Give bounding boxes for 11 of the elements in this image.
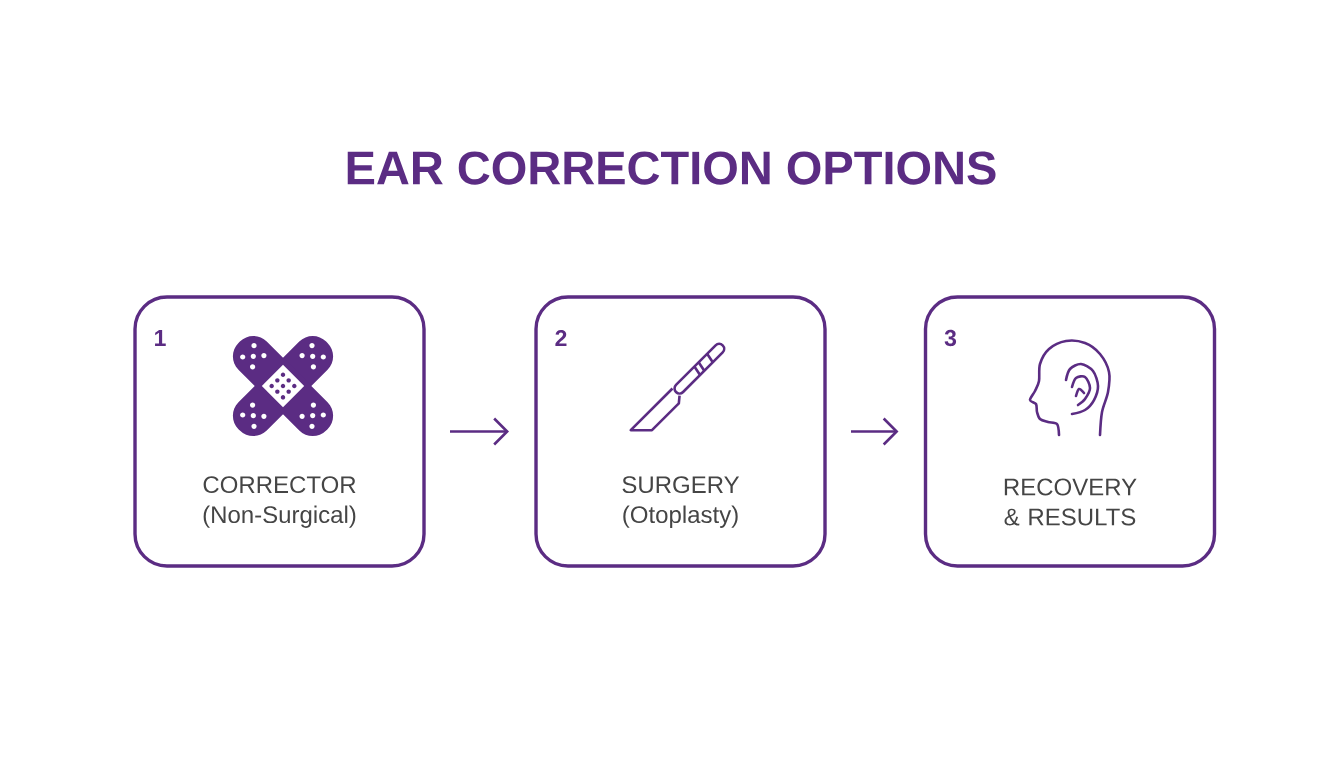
step-number: 2 <box>555 330 567 347</box>
step-number: 1 <box>155 330 166 346</box>
step-box <box>133 295 426 568</box>
step-label: CORRECTOR (Non-Surgical) <box>203 476 356 528</box>
step-box <box>534 295 827 568</box>
step-label: RECOVERY & RESULTS <box>1004 478 1137 526</box>
arrow <box>450 417 509 446</box>
step-number: 3 <box>944 329 957 347</box>
step-label: SURGERY (Otoplasty) <box>622 476 740 528</box>
step-box <box>923 295 1217 568</box>
title: EAR CORRECTION OPTIONS <box>347 151 996 185</box>
